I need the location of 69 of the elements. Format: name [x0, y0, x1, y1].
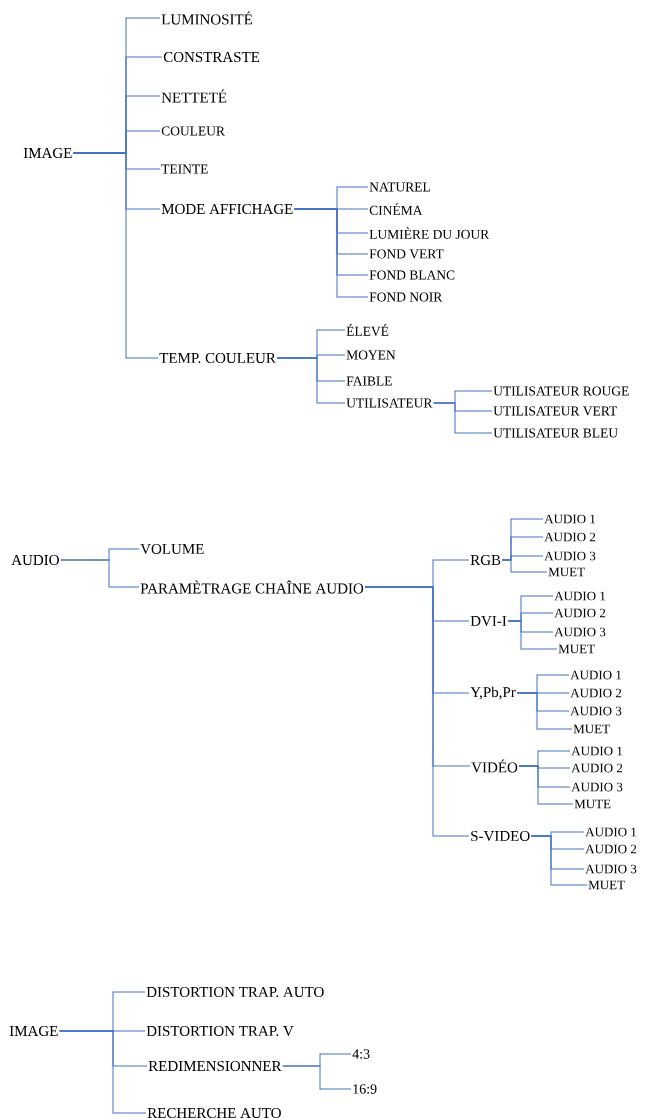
menu-item: AUDIO 2	[570, 688, 622, 698]
menu-item: UTILISATEUR VERT	[493, 406, 618, 416]
connector-line	[294, 208, 369, 298]
menu-item: MUTE	[574, 799, 611, 809]
menu-item: MUET	[573, 724, 610, 734]
menu-item: UTILISATEUR	[346, 398, 433, 408]
menu-item: FOND NOIR	[369, 292, 443, 302]
menu-item: AUDIO 3	[571, 782, 623, 792]
connector-line	[516, 692, 573, 730]
menu-item: CONSTRASTE	[163, 51, 260, 63]
connector-line	[507, 620, 558, 650]
menu-item: TEINTE	[161, 164, 208, 174]
menu-item: AUDIO 1	[570, 670, 622, 680]
menu-item: PARAMÈTRAGE CHAÎNE AUDIO	[140, 580, 364, 594]
menu-item: AUDIO 1	[585, 827, 637, 837]
menu-item: 4:3	[352, 1049, 370, 1059]
menu-item: AUDIO	[11, 554, 59, 566]
connector-line	[364, 586, 470, 837]
menu-item: UTILISATEUR BLEU	[493, 428, 618, 438]
menu-item: Y,Pb,Pr	[470, 686, 516, 700]
menu-item: ÉLEVÉ	[346, 324, 389, 336]
menu-item: AUDIO 3	[585, 864, 637, 874]
menu-item: AUDIO 2	[544, 532, 596, 542]
menu-item: VOLUME	[140, 543, 204, 555]
connector-line	[73, 152, 159, 359]
menu-item: IMAGE	[9, 1026, 58, 1037]
menu-item: MODE AFFICHAGE	[161, 203, 293, 215]
menu-item: UTILISATEUR ROUGE	[493, 386, 629, 396]
menu-item: AUDIO 1	[571, 746, 623, 756]
menu-item: AUDIO 3	[544, 551, 596, 561]
menu-item: DVI-I	[470, 616, 507, 627]
menu-item: RECHERCHE AUTO	[147, 1108, 281, 1119]
connector-line	[59, 1030, 147, 1114]
menu-item: MUET	[548, 567, 585, 577]
menu-item: AUDIO 2	[554, 608, 606, 618]
menu-item: NETTETÉ	[161, 89, 227, 103]
menu-item: MOYEN	[346, 350, 396, 360]
connector-line	[518, 765, 574, 805]
menu-item: FOND VERT	[369, 249, 444, 259]
menu-item: FAIBLE	[346, 376, 392, 386]
menu-item: COULEUR	[161, 126, 225, 136]
menu-item: LUMINOSITÉ	[161, 11, 253, 25]
menu-item: AUDIO 3	[570, 706, 622, 716]
menu-item: LUMIÈRE DU JOUR	[369, 227, 490, 239]
connector-line	[282, 1065, 352, 1090]
menu-item: VIDÉO	[471, 759, 518, 773]
connector-line	[276, 357, 346, 404]
menu-item: MUET	[558, 644, 595, 654]
connector-line	[530, 835, 588, 886]
menu-item: CINÉMA	[369, 203, 423, 215]
menu-item: 16:9	[353, 1084, 377, 1094]
connector-line	[433, 402, 493, 434]
menu-item: S-VIDEO	[471, 830, 530, 842]
menu-item: AUDIO 2	[571, 763, 623, 773]
connector-line	[60, 559, 140, 588]
connector-line	[501, 559, 548, 573]
menu-item: NATUREL	[369, 182, 430, 192]
menu-item: AUDIO 2	[585, 844, 637, 854]
menu-item: DISTORTION TRAP. AUTO	[146, 986, 324, 998]
menu-item: IMAGE	[23, 147, 72, 159]
menu-item: AUDIO 3	[554, 627, 606, 637]
menu-item: RGB	[470, 554, 501, 566]
menu-item: AUDIO 1	[544, 514, 596, 524]
menu-item: TEMP. COULEUR	[159, 352, 276, 364]
menu-item: REDIMENSIONNER	[148, 1061, 282, 1072]
menu-item: DISTORTION TRAP. V	[146, 1025, 294, 1037]
menu-item: AUDIO 1	[554, 591, 606, 601]
menu-item: MUET	[588, 880, 625, 890]
menu-item: FOND BLANC	[369, 270, 455, 280]
